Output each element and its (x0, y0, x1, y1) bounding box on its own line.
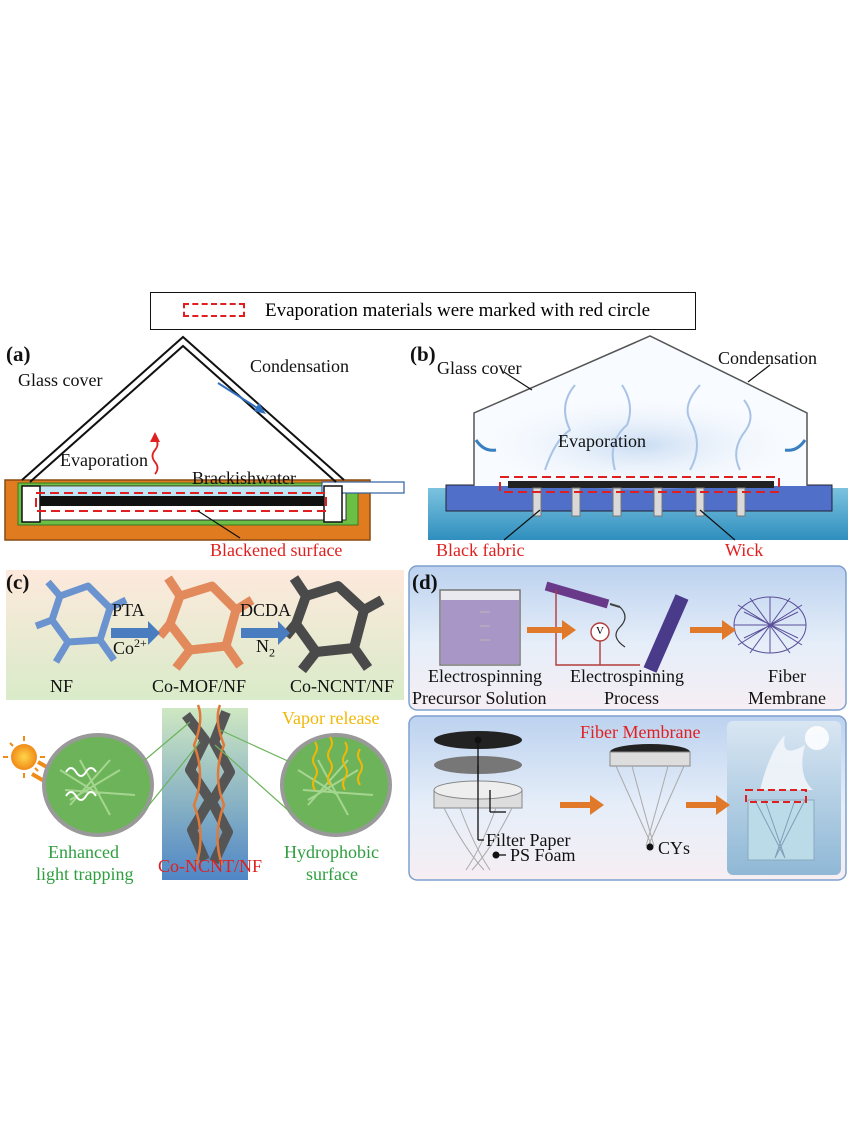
hydrophobic-label-1: Hydrophobic (284, 842, 379, 862)
panel-b-glass-cover-label: Glass cover (437, 358, 522, 378)
process-label-1: Electrospinning (570, 666, 684, 686)
basin-insulation (17, 482, 359, 526)
solution-label-2: Precursor Solution (412, 688, 547, 708)
cys-label: CYs (658, 838, 691, 858)
panel-a-water-label: Brackishwater (192, 468, 296, 488)
co-mof-label: Co-MOF/NF (152, 676, 247, 696)
collector (643, 594, 689, 673)
beaker (439, 589, 521, 666)
device-photo (727, 721, 841, 875)
co2-base: Co (113, 638, 135, 658)
membrane-label-1: Fiber (768, 666, 806, 686)
left-wall (21, 485, 41, 523)
black-fabric (508, 481, 774, 488)
ps-foam-ring (433, 789, 523, 809)
panel-b-wick-label: Wick (725, 540, 764, 560)
n2-base: N (256, 636, 269, 656)
light-trap-zoom (42, 733, 154, 837)
legend-dashed-marker (183, 303, 245, 317)
co2-superscript: 2+ (134, 636, 147, 650)
panel-a-surface-label: Blackened surface (210, 540, 343, 560)
n2-subscript: 2 (269, 645, 275, 660)
hydrophobic-label-2: surface (306, 864, 358, 884)
center-column (162, 708, 248, 880)
photo-highlight (745, 789, 807, 803)
fiber-membrane-label: Fiber Membrane (580, 722, 701, 742)
syringe (544, 581, 610, 609)
evaporation-arrow (151, 437, 159, 475)
filter-paper-label: Filter Paper (486, 830, 571, 850)
basin-inner (29, 485, 347, 521)
center-structure (182, 710, 235, 865)
ps-foam-label: PS Foam (510, 845, 576, 865)
basin-frame (4, 479, 371, 541)
process-label-2: Process (604, 688, 659, 708)
light-trap-label-1: Enhanced (48, 842, 119, 862)
center-structure-label: Co-NCNT/NF (158, 856, 263, 876)
panel-b-evaporation-label: Evaporation (558, 431, 646, 451)
dcda-label: DCDA (240, 600, 292, 620)
wick-legs (532, 487, 746, 517)
fabric-highlight (499, 476, 780, 493)
light-trap-label-2: light trapping (36, 864, 134, 884)
outlet-pipe (321, 481, 405, 494)
vapor-release-label: Vapor release (282, 708, 380, 728)
filter-top-disc (434, 731, 522, 749)
float-board (445, 484, 833, 512)
nf-label: NF (50, 676, 74, 696)
legend-box: Evaporation materials were marked with r… (150, 292, 696, 330)
hydrophobic-zoom (280, 733, 392, 837)
panel-a-evaporation-label: Evaporation (60, 450, 148, 470)
right-wall (323, 485, 343, 523)
sun (11, 744, 37, 770)
fiber-membrane-mesh (733, 596, 807, 654)
panel-b-letter: (b) (410, 342, 436, 366)
solution-label-1: Electrospinning (428, 666, 542, 686)
co-ncnt-label: Co-NCNT/NF (290, 676, 395, 696)
pta-label: PTA (112, 600, 145, 620)
blackened-plate (40, 496, 324, 506)
legend-text: Evaporation materials were marked with r… (265, 300, 651, 321)
membrane-label-2: Membrane (748, 688, 826, 708)
co2-label: Co2+ (113, 636, 147, 659)
assembled-membrane (610, 744, 690, 760)
surface-highlight (35, 492, 327, 512)
panel-a-letter: (a) (6, 342, 31, 366)
panel-b-fabric-label: Black fabric (436, 540, 525, 560)
panel-c-letter: (c) (6, 570, 30, 594)
panel-a-condensation-label: Condensation (250, 356, 349, 376)
condensation-arrow (217, 382, 263, 412)
co-mof-structure (156, 575, 255, 671)
voltage-label: V (596, 625, 604, 637)
panel-d-letter: (d) (412, 570, 438, 594)
n2-label: N2 (256, 636, 275, 661)
panel-a-glass-cover-label: Glass cover (18, 370, 103, 390)
panel-b-condensation-label: Condensation (718, 348, 817, 368)
co-ncnt-structure (282, 575, 385, 674)
sea-surface (428, 488, 848, 540)
